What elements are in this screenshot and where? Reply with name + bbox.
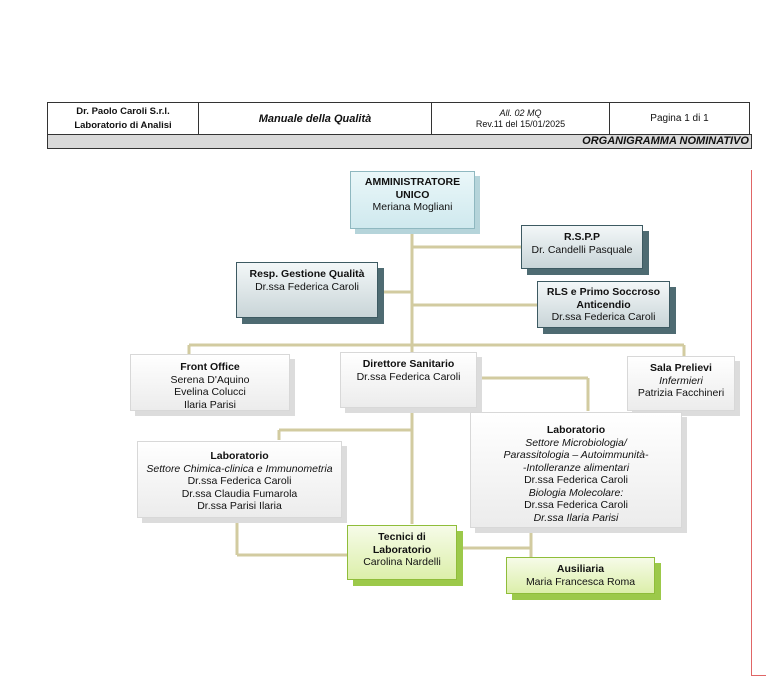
lab-micro-subsector: Biologia Molecolare: xyxy=(528,486,624,499)
admin-box: AMMINISTRATORE UNICO Meriana Mogliani xyxy=(350,171,475,229)
margin-line xyxy=(751,170,752,675)
rspp-box: R.S.P.P Dr. Candelli Pasquale xyxy=(521,225,643,269)
lab-chem-member: Dr.ssa Claudia Fumarola xyxy=(181,487,298,500)
doc-ref: All. 02 MQ xyxy=(499,107,542,118)
ausiliaria-title: Ausiliaria xyxy=(556,563,605,575)
section-title: ORGANIGRAMMA NOMINATIVO xyxy=(47,134,752,149)
ausiliaria-box: Ausiliaria Maria Francesca Roma xyxy=(506,557,655,594)
tecnici-box: Tecnici di Laboratorio Carolina Nardelli xyxy=(347,525,457,580)
rls-title-line1: RLS e Primo Soccroso xyxy=(546,286,661,298)
sala-title: Sala Prelievi xyxy=(650,362,712,374)
company-cell: Dr. Paolo Caroli S.r.l. Laboratorio di A… xyxy=(47,102,199,135)
lab-micro-title: Laboratorio xyxy=(546,424,606,436)
revision: Rev.11 del 15/01/2025 xyxy=(475,118,566,129)
lab-chem-sector: Settore Chimica-clinica e Immunometria xyxy=(146,462,333,475)
sala-name: Patrizia Facchineri xyxy=(637,387,725,399)
company-name: Dr. Paolo Caroli S.r.l. xyxy=(76,105,170,117)
rls-box: RLS e Primo Soccroso Anticendio Dr.ssa F… xyxy=(537,281,670,328)
margin-line-end xyxy=(751,675,766,676)
admin-title-line2: UNICO xyxy=(395,188,430,201)
tecnici-name: Carolina Nardelli xyxy=(363,556,441,568)
rls-title-line2: Anticendio xyxy=(576,298,631,311)
tecnici-title-line1: Tecnici di xyxy=(378,531,426,543)
lab-micro-box: Laboratorio Settore Microbiologia/ Paras… xyxy=(470,412,682,528)
rspp-title: R.S.P.P xyxy=(564,231,600,243)
front-office-member: Serena D'Aquino xyxy=(170,373,250,386)
lab-micro-name: Dr.ssa Federica Caroli xyxy=(524,499,628,511)
sala-role: Infermieri xyxy=(659,374,703,387)
director-box: Direttore Sanitario Dr.ssa Federica Caro… xyxy=(340,352,477,408)
front-office-member: Ilaria Parisi xyxy=(184,398,236,411)
front-office-box: Front Office Serena D'Aquino Evelina Col… xyxy=(130,354,290,411)
quality-title: Resp. Gestione Qualità xyxy=(249,268,365,280)
lab-chemistry-box: Laboratorio Settore Chimica-clinica e Im… xyxy=(137,441,342,518)
tecnici-title-line2: Laboratorio xyxy=(372,543,432,556)
front-office-member: Evelina Colucci xyxy=(174,386,246,398)
sala-prelievi-box: Sala Prelievi Infermieri Patrizia Facchi… xyxy=(627,356,735,411)
lab-micro-name: Dr.ssa Ilaria Parisi xyxy=(533,511,619,524)
page-number: Pagina 1 di 1 xyxy=(609,102,750,135)
lab-micro-sector-line3: -Intolleranze alimentari xyxy=(522,461,630,474)
lab-chem-title: Laboratorio xyxy=(210,450,269,462)
lab-micro-sector-line2: Parassitologia – Autoimmunità- xyxy=(503,449,649,461)
ausiliaria-name: Maria Francesca Roma xyxy=(525,575,636,588)
quality-name: Dr.ssa Federica Caroli xyxy=(255,280,359,293)
quality-box: Resp. Gestione Qualità Dr.ssa Federica C… xyxy=(236,262,378,318)
admin-name: Meriana Mogliani xyxy=(372,201,453,213)
rls-name: Dr.ssa Federica Caroli xyxy=(551,311,656,323)
lab-chem-member: Dr.ssa Parisi Ilaria xyxy=(197,500,282,512)
rspp-name: Dr. Candelli Pasquale xyxy=(531,243,633,256)
company-subtitle: Laboratorio di Analisi xyxy=(74,119,172,131)
front-office-title: Front Office xyxy=(180,361,240,373)
lab-micro-sector-line1: Settore Microbiologia/ xyxy=(525,436,627,449)
lab-chem-member: Dr.ssa Federica Caroli xyxy=(187,475,292,487)
director-title: Direttore Sanitario xyxy=(362,358,455,370)
doc-ref-cell: All. 02 MQ Rev.11 del 15/01/2025 xyxy=(431,102,610,135)
lab-micro-name: Dr.ssa Federica Caroli xyxy=(524,474,628,486)
manual-title: Manuale della Qualità xyxy=(198,102,432,135)
admin-title-line1: AMMINISTRATORE xyxy=(364,176,461,188)
director-name: Dr.ssa Federica Caroli xyxy=(356,370,461,383)
document-header: Dr. Paolo Caroli S.r.l. Laboratorio di A… xyxy=(47,102,750,135)
